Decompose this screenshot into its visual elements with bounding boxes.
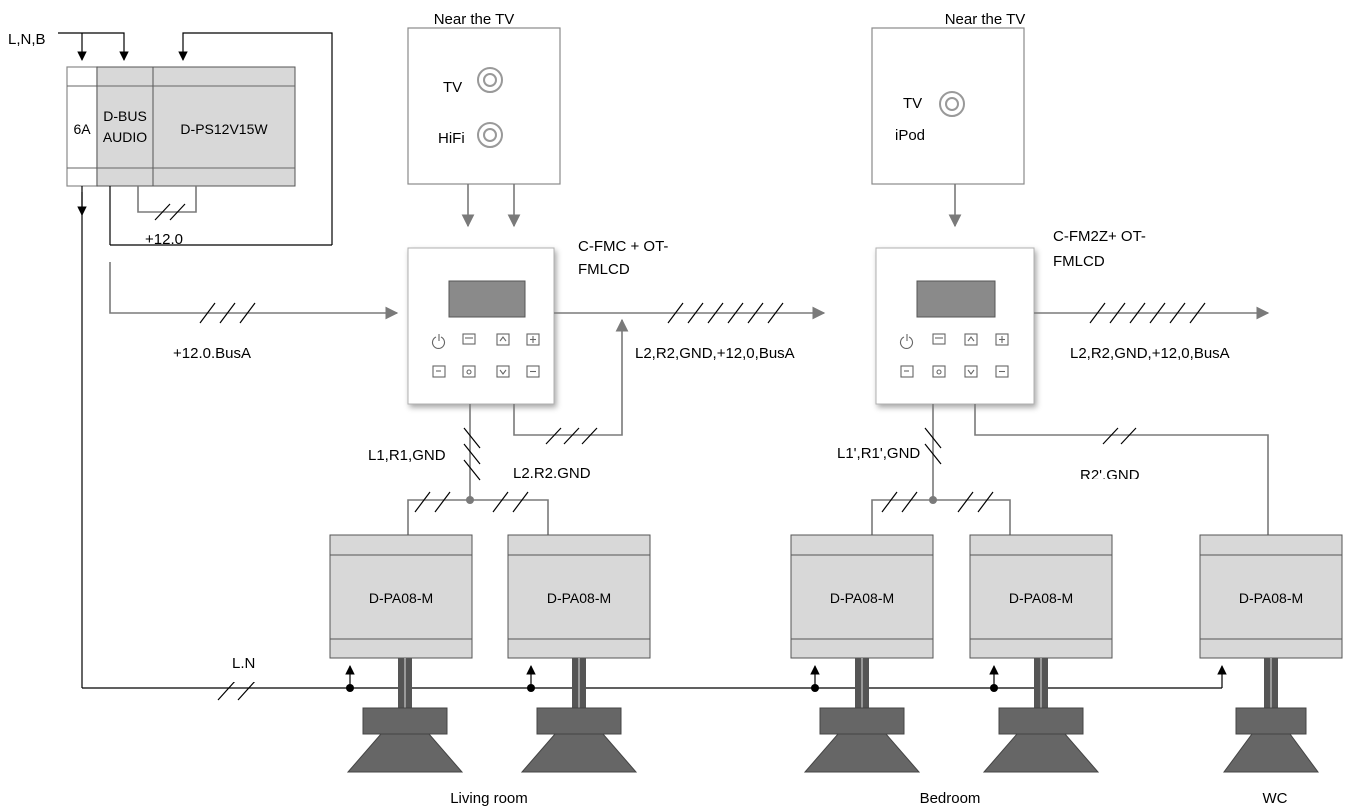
- return-loop-1: L2,R2,GND: [505, 318, 629, 492]
- speaker-icon: [346, 658, 464, 773]
- source-panel-1-caption: Near the TV: [434, 11, 515, 28]
- source-panel-2-input-2: iPod: [895, 127, 925, 144]
- supply-wiring: L,N,B +12.0 +12.0.BusA: [8, 31, 399, 688]
- up-icon: [964, 333, 978, 346]
- down-icon: [496, 365, 510, 378]
- amplifier-1-label: D-PA08-M: [369, 590, 433, 606]
- minus-icon: [995, 365, 1009, 378]
- controller-2-name-2: FMLCD: [1053, 253, 1105, 270]
- amplifier-3-label: D-PA08-M: [830, 590, 894, 606]
- dbus-audio-module: [96, 66, 154, 187]
- input-icon: [432, 365, 446, 378]
- dbus-label-1: D-BUS: [103, 108, 147, 124]
- lcd-display: [448, 280, 526, 318]
- bus-link-1: L2,R2,GND,+12,0,BusA: [554, 302, 826, 362]
- music-icon: [462, 365, 476, 378]
- minus-icon: [526, 365, 540, 378]
- controller-2: C-FM2Z+ OT- FMLCD: [875, 228, 1146, 405]
- down-link-1: L1,R1,GND: [368, 404, 549, 535]
- amplifier-2-label: D-PA08-M: [547, 590, 611, 606]
- breaker-module: [66, 66, 98, 187]
- room-label-wc: WC: [1263, 790, 1288, 807]
- power-icon: [431, 334, 446, 349]
- lcd-display: [916, 280, 996, 318]
- source-panel-2-caption: Near the TV: [945, 11, 1026, 28]
- rca-jack-icon: [939, 91, 965, 117]
- power-supply-label: D-PS12V15W: [180, 121, 268, 137]
- controller-1-return-label: L2,R2,GND: [513, 465, 591, 482]
- source-panel-2-input-1: TV: [903, 95, 922, 112]
- amplifier-1: D-PA08-M: [329, 534, 473, 659]
- controller-2-out-label: L2,R2,GND,+12,0,BusA: [1070, 345, 1230, 362]
- amplifier-5-label: D-PA08-M: [1239, 590, 1303, 606]
- bus-link-2: L2,R2,GND,+12,0,BusA: [1034, 302, 1270, 362]
- supply-input-label: L,N,B: [8, 31, 46, 48]
- dbus-label-2: AUDIO: [103, 129, 147, 145]
- speaker-icon: [1223, 658, 1319, 773]
- mains-line: L,N: [82, 655, 1227, 701]
- controller-1-name-1: C-FMC + OT-: [578, 238, 668, 255]
- source-panel-1-input-1: TV: [443, 79, 462, 96]
- up-icon: [496, 333, 510, 346]
- mains-line-label: L,N: [232, 655, 255, 672]
- source-icon: [462, 333, 476, 345]
- input-icon: [900, 365, 914, 378]
- source-panel-1-input-2: HiFi: [438, 130, 465, 147]
- amplifier-5: D-PA08-M: [1199, 534, 1343, 659]
- rca-jack-icon: [477, 122, 503, 148]
- music-icon: [932, 365, 946, 378]
- bus-label: +12.0.BusA: [173, 345, 251, 362]
- source-icon: [932, 333, 946, 345]
- plus-icon: [995, 333, 1009, 346]
- controller-2-name-1: C-FM2Z+ OT-: [1053, 228, 1146, 245]
- supply-block: 6A D-BUS AUDIO D-PS12V15W: [66, 66, 296, 187]
- breaker-label: 6A: [73, 121, 91, 137]
- down-link-2: L1',R1',GND R2',GND: [837, 404, 1269, 535]
- speaker-icon: [520, 658, 638, 773]
- speaker-icon: [982, 658, 1100, 773]
- controller-1: C-FMC + OT- FMLCD: [407, 238, 668, 405]
- power-supply-module: [152, 66, 296, 187]
- source-panel-2: Near the TV TV iPod: [871, 11, 1026, 228]
- amplifier-2: D-PA08-M: [507, 534, 651, 659]
- source-panel-1: Near the TV TV HiFi: [407, 11, 561, 228]
- down-icon: [964, 365, 978, 378]
- room-label-bedroom: Bedroom: [920, 790, 981, 807]
- amplifier-3: D-PA08-M: [790, 534, 934, 659]
- room-label-living: Living room: [450, 790, 528, 807]
- rca-jack-icon: [477, 67, 503, 93]
- amplifier-4-label: D-PA08-M: [1009, 590, 1073, 606]
- speaker-icon: [803, 658, 921, 773]
- amplifier-4: D-PA08-M: [969, 534, 1113, 659]
- plus-icon: [526, 333, 540, 346]
- supply-output-label: +12.0: [145, 231, 183, 248]
- controller-1-out-label: L2,R2,GND,+12,0,BusA: [635, 345, 795, 362]
- controller-1-down-label: L1,R1,GND: [368, 447, 446, 464]
- controller-1-name-2: FMLCD: [578, 261, 630, 278]
- power-icon: [899, 334, 914, 349]
- controller-2-down-label: L1',R1',GND: [837, 445, 920, 462]
